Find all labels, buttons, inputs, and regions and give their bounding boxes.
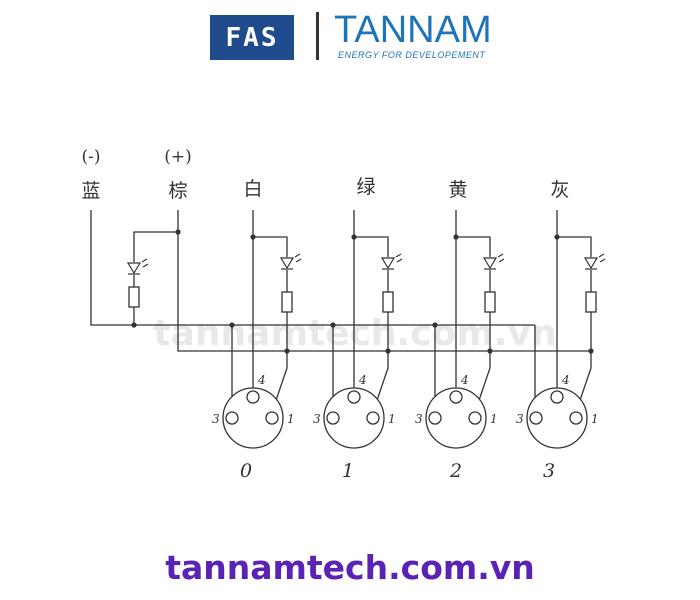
pin-label-4: 4: [358, 373, 367, 387]
channel-2-resistor: [484, 291, 496, 313]
junction-dot: [554, 234, 560, 240]
polarity-positive: (+): [164, 147, 192, 167]
channel-1-signal-wire: [353, 210, 389, 395]
connector-number-3: 3: [543, 460, 555, 482]
wire-label-green: 绿: [356, 176, 375, 198]
fas-logo-text: FAS: [225, 22, 279, 53]
channel-3-pin1-wire: [575, 351, 592, 413]
channel-0-led-icon: [279, 253, 302, 270]
connector-0: [222, 387, 284, 449]
brand-name: TANNAM: [334, 9, 492, 51]
wire-label-brown: 棕: [168, 180, 187, 202]
channel-0-pin1-wire: [271, 351, 288, 413]
pin-label-4: 4: [561, 373, 570, 387]
channel-2-pin1-wire: [474, 351, 491, 413]
wire-label-yellow: 黄: [448, 179, 467, 201]
pin-label-1: 1: [591, 412, 599, 426]
connector-number-2: 2: [449, 460, 462, 482]
junction-dot: [330, 322, 336, 328]
pin-label-3: 3: [415, 412, 423, 426]
channel-0-signal-wire: [252, 210, 288, 395]
junction-dot: [175, 229, 181, 235]
junction-dot: [284, 348, 290, 354]
channel-3-led-icon: [583, 253, 606, 270]
channel-0-resistor: [281, 291, 293, 313]
pin-label-3: 3: [313, 412, 321, 426]
pin-label-4: 4: [257, 373, 266, 387]
wire-label-white: 白: [243, 178, 262, 200]
channel-3-resistor: [585, 291, 597, 313]
website-footer: tannamtech.com.vn: [165, 548, 535, 587]
connector-2: [425, 387, 487, 449]
pin-label-1: 1: [287, 412, 295, 426]
logo-separator: [316, 12, 319, 60]
channel-2-led-icon: [482, 253, 505, 270]
power-indicator-wire: [133, 231, 178, 325]
fas-logo: FAS: [210, 15, 294, 60]
connector-number-0: 0: [240, 460, 252, 482]
wire-label-blue: 蓝: [81, 180, 100, 202]
pin-label-4: 4: [460, 373, 469, 387]
channel-3-signal-wire: [556, 210, 592, 395]
header: FAS TANNAM ENERGY FOR DEVELOPEMENT: [0, 0, 700, 80]
channel-1-pin1-wire: [372, 351, 389, 413]
junction-dot: [131, 322, 137, 328]
pin-label-3: 3: [516, 412, 524, 426]
connector-number-1: 1: [342, 460, 354, 482]
junction-dot: [351, 234, 357, 240]
power-indicator-resistor: [128, 286, 140, 308]
connector-1: [323, 387, 385, 449]
negative-wire: [90, 210, 535, 326]
connector-3: [526, 387, 588, 449]
junction-dot: [487, 348, 493, 354]
junction-dot: [432, 322, 438, 328]
junction-dot: [453, 234, 459, 240]
channel-1-led-icon: [380, 253, 403, 270]
junction-dot: [588, 348, 594, 354]
wire-label-grey: 灰: [550, 179, 569, 201]
channel-2-signal-wire: [455, 210, 491, 395]
polarity-negative: (-): [81, 147, 100, 167]
positive-wire: [177, 210, 591, 352]
watermark: tannamtech.com.vn: [153, 313, 556, 354]
channel-1-resistor: [382, 291, 394, 313]
junction-dot: [250, 234, 256, 240]
pin-label-3: 3: [212, 412, 220, 426]
junction-dot: [229, 322, 235, 328]
brand-tagline: ENERGY FOR DEVELOPEMENT: [338, 50, 486, 60]
junction-dot: [385, 348, 391, 354]
pin-label-1: 1: [490, 412, 498, 426]
power-led-icon: [126, 258, 149, 275]
pin-label-1: 1: [388, 412, 396, 426]
